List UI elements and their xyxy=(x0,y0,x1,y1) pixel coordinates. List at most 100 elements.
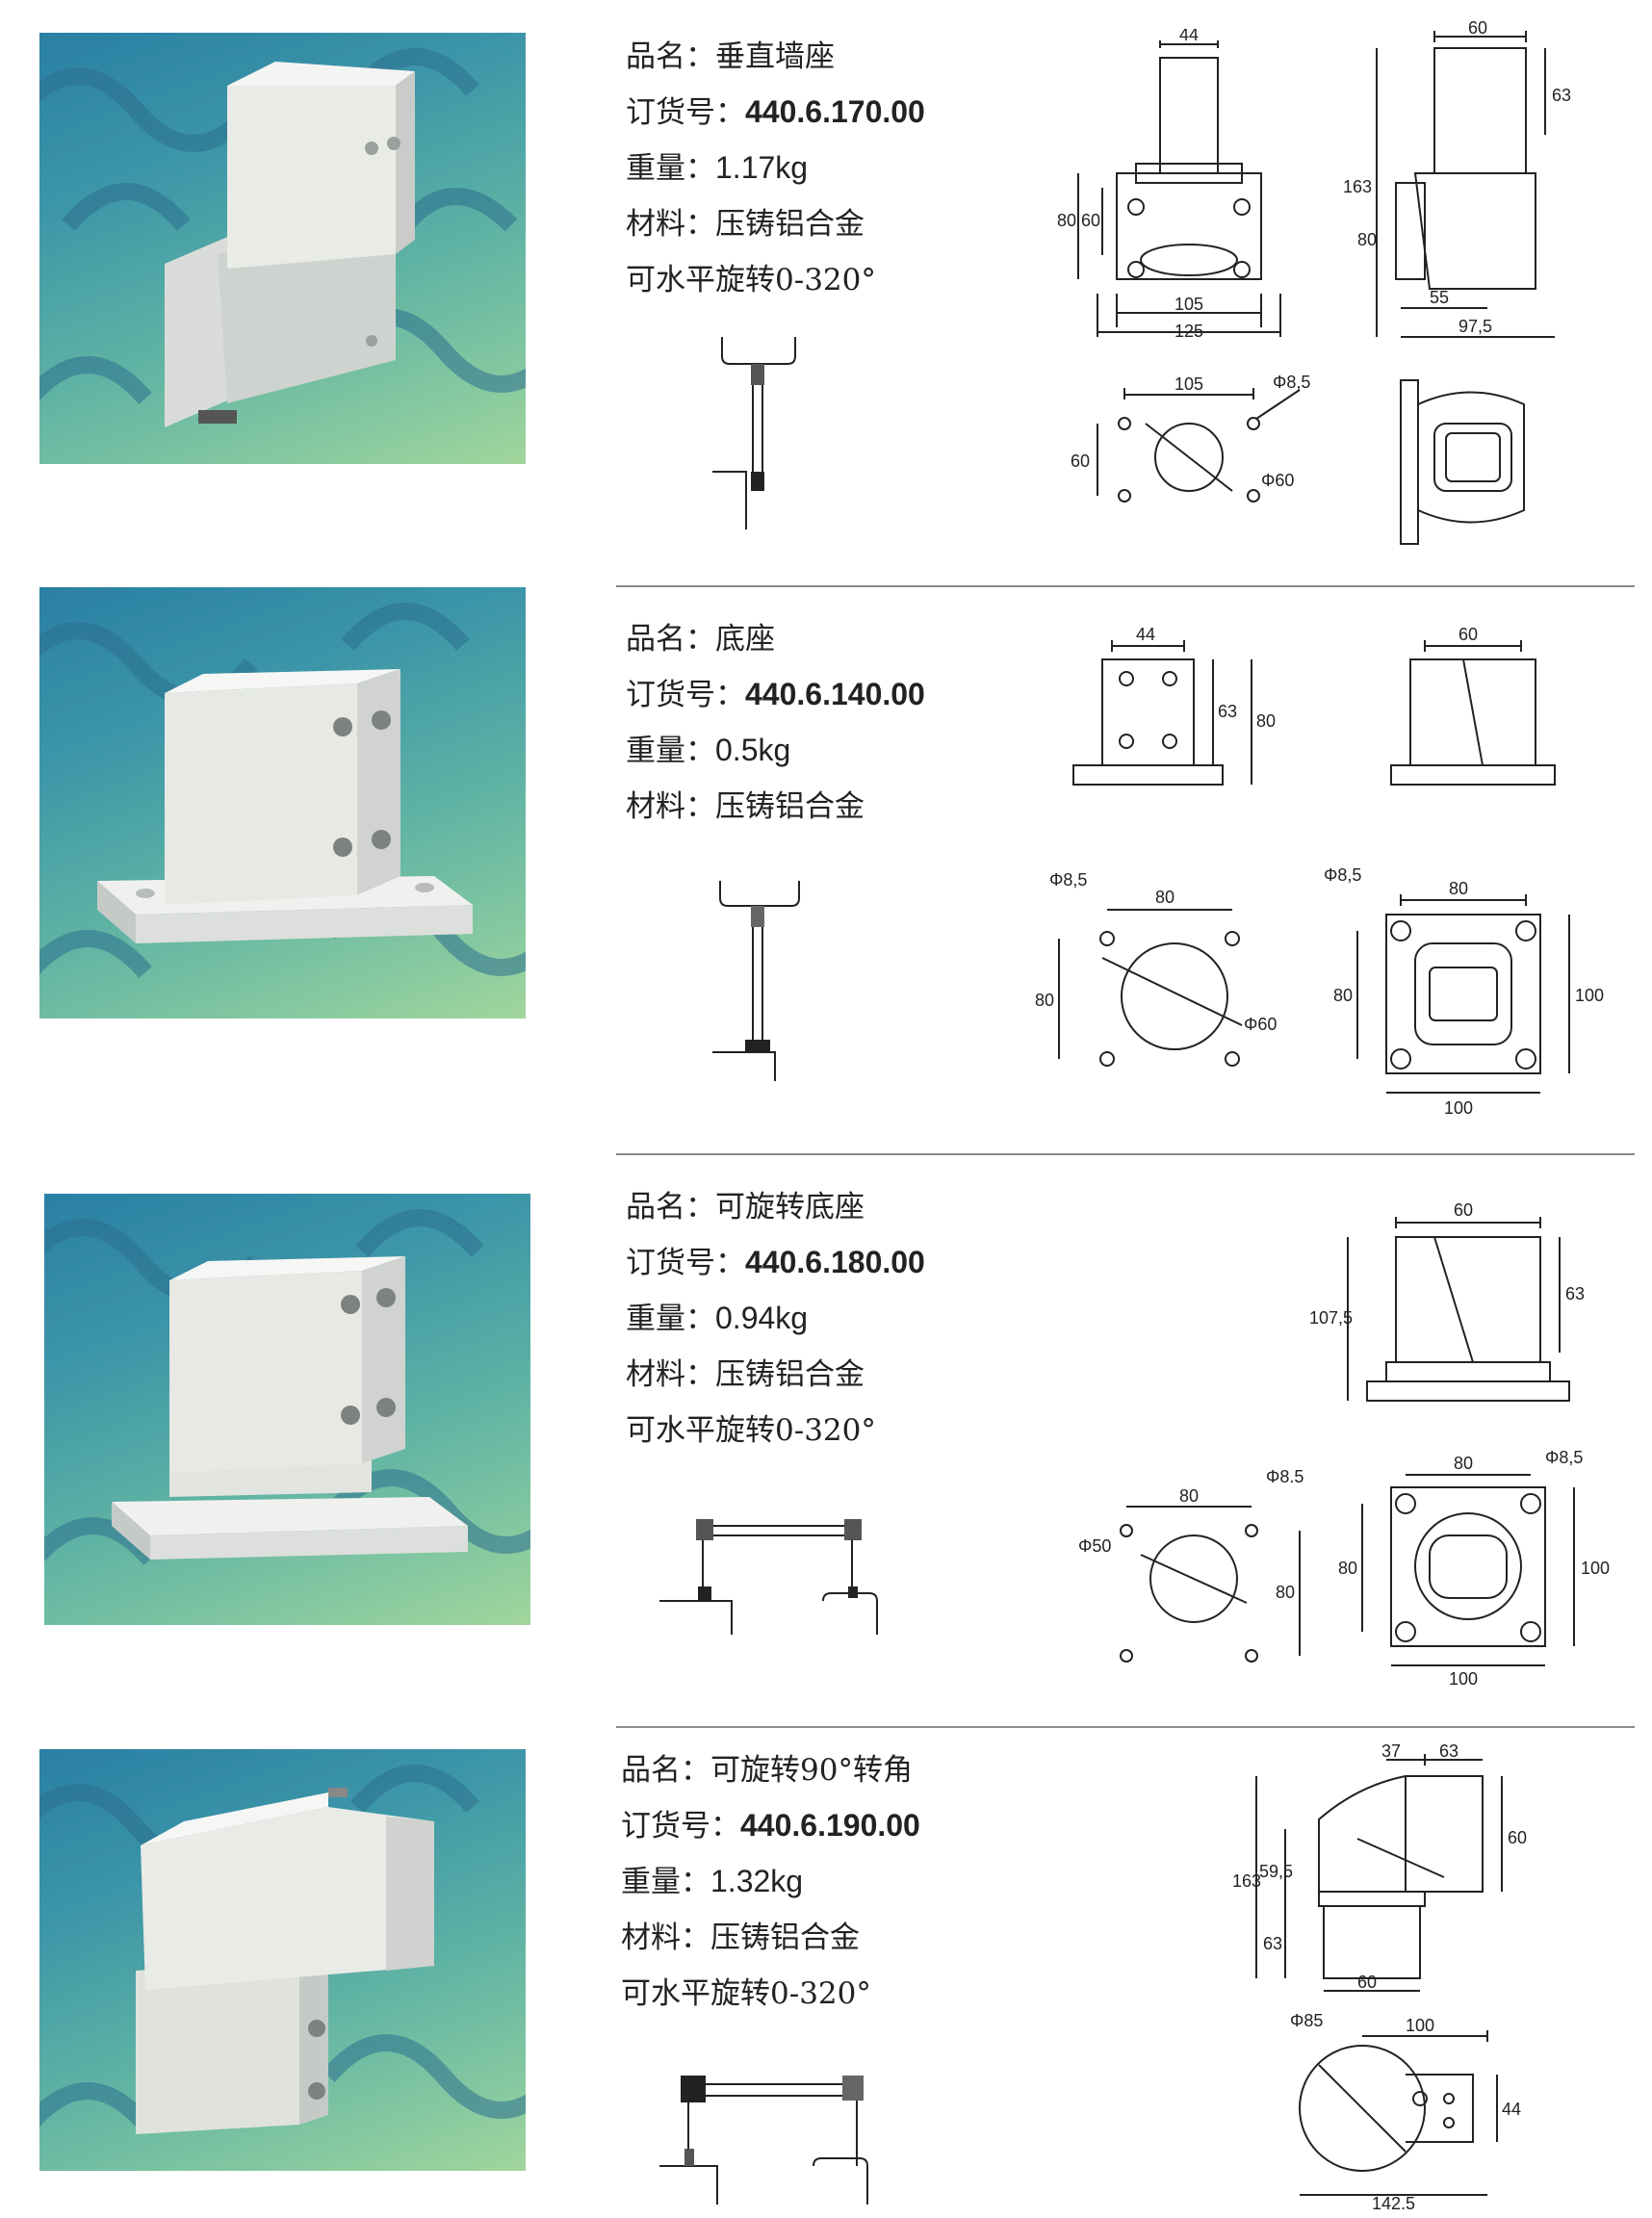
material-label: 材料： xyxy=(621,1921,710,1955)
dim-front-w1: 105 xyxy=(1174,295,1203,314)
product-photo-render xyxy=(39,603,526,978)
dim-hole-w: 80 xyxy=(1155,888,1174,907)
rotation-note: 可水平旋转0-320° xyxy=(626,1413,876,1448)
dim-plan-h: 44 xyxy=(1502,2100,1521,2119)
dim-front-w2: 125 xyxy=(1174,322,1203,341)
rotation-note: 可水平旋转0-320° xyxy=(621,1976,871,2011)
material-label: 材料： xyxy=(626,1357,715,1392)
dim-top-b: 63 xyxy=(1439,1742,1458,1761)
material-value: 压铸铝合金 xyxy=(710,1921,860,1955)
dim-hole-h: 80 xyxy=(1276,1583,1295,1602)
product-photo-base xyxy=(39,587,526,1019)
dim-hole-w: 105 xyxy=(1174,374,1203,394)
dim-front-h1: 80 xyxy=(1057,211,1076,230)
product-info: 品名：垂直墙座 订货号：440.6.170.00 重量：1.17kg 材料：压铸… xyxy=(626,29,925,308)
dim-side-h2: 107,5 xyxy=(1309,1308,1353,1328)
dim-side-top: 60 xyxy=(1458,625,1478,644)
dim-plan-top: 80 xyxy=(1454,1454,1473,1473)
top-view-drawing xyxy=(1400,379,1525,545)
rotation-note: 可水平旋转0-320° xyxy=(626,263,876,297)
dim-left-h1: 163 xyxy=(1232,1871,1261,1891)
section-divider xyxy=(616,585,1635,587)
install-schematic xyxy=(659,2076,868,2205)
dim-left-h3: 63 xyxy=(1263,1934,1282,1953)
dim-plan-right: 100 xyxy=(1581,1559,1610,1578)
order-number: 440.6.190.00 xyxy=(740,1808,920,1843)
weight-value: 1.17kg xyxy=(715,150,809,185)
dim-plan-top: 80 xyxy=(1449,879,1468,898)
order-label: 订货号： xyxy=(621,1809,740,1844)
dim-side-h1: 63 xyxy=(1552,86,1571,105)
product-info: 品名：底座 订货号：440.6.140.00 重量：0.5kg 材料：压铸铝合金 xyxy=(626,611,925,835)
dim-front-h2: 80 xyxy=(1256,711,1276,731)
dim-plan-bottom: 100 xyxy=(1449,1669,1478,1685)
product-info: 品名：可旋转底座 订货号：440.6.180.00 重量：0.94kg 材料：压… xyxy=(626,1179,925,1458)
dim-plan-w: 100 xyxy=(1406,2016,1434,2035)
plan-view-drawing: 80 Φ8,5 80 100 100 xyxy=(1324,865,1604,1118)
dim-hole-d: Φ8,5 xyxy=(1273,373,1310,392)
product-photo-render xyxy=(39,1765,526,2134)
material-value: 压铸铝合金 xyxy=(715,1357,865,1392)
install-schematic xyxy=(712,337,796,529)
dim-side-w1: 55 xyxy=(1430,288,1449,307)
dim-right-h: 60 xyxy=(1508,1828,1527,1847)
product-photo-wall-mount xyxy=(39,33,526,464)
dim-circle-d: Φ50 xyxy=(1078,1536,1111,1556)
hole-pattern-drawing: 105 60 Φ8,5 Φ60 xyxy=(1071,373,1310,503)
product-photo-rotary-corner xyxy=(39,1749,526,2171)
material-value: 压铸铝合金 xyxy=(715,789,865,824)
order-number: 440.6.140.00 xyxy=(745,677,925,711)
dim-hole-h: 80 xyxy=(1035,991,1054,1010)
weight-label: 重量： xyxy=(626,734,715,768)
name-label: 品名： xyxy=(626,39,715,74)
weight-value: 0.5kg xyxy=(715,733,791,767)
dim-top-a: 37 xyxy=(1381,1742,1401,1761)
dim-front-top: 44 xyxy=(1179,29,1199,44)
order-label: 订货号： xyxy=(626,1246,745,1280)
dim-plan-right: 100 xyxy=(1575,986,1604,1005)
plan-view-drawing: 80 Φ8,5 80 100 100 xyxy=(1338,1448,1610,1685)
dim-front-h1: 63 xyxy=(1218,702,1237,721)
weight-value: 0.94kg xyxy=(715,1301,809,1335)
dim-plan-d: Φ85 xyxy=(1290,2011,1323,2030)
dim-side-w2: 97,5 xyxy=(1458,317,1492,336)
dim-plan-left: 80 xyxy=(1333,986,1353,1005)
dim-hole-d: Φ8.5 xyxy=(1266,1467,1304,1486)
dim-circle-d: Φ60 xyxy=(1261,471,1294,490)
dim-plan-bottom: 100 xyxy=(1444,1098,1473,1118)
name-label: 品名： xyxy=(626,1190,715,1225)
weight-label: 重量： xyxy=(626,1302,715,1336)
product-photo-rotary-base xyxy=(44,1194,530,1625)
weight-label: 重量： xyxy=(621,1865,710,1899)
name-label: 品名： xyxy=(626,622,715,657)
dim-left-h2: 59,5 xyxy=(1259,1862,1293,1881)
dim-plan-total: 142,5 xyxy=(1372,2194,1415,2209)
order-number: 440.6.180.00 xyxy=(745,1245,925,1279)
dim-plan-left: 80 xyxy=(1338,1559,1357,1578)
dim-side-h3: 80 xyxy=(1357,230,1377,249)
material-label: 材料： xyxy=(626,207,715,242)
dimension-drawing-side: 60 63 107,5 xyxy=(1309,1200,1585,1402)
product-name: 可旋转底座 xyxy=(715,1190,865,1225)
dimension-drawing-front: 44 105 125 80 60 xyxy=(1057,29,1281,341)
product-name: 可旋转90°转角 xyxy=(710,1753,913,1788)
hole-pattern-drawing: 80 80 Φ8,5 Φ60 xyxy=(1035,870,1277,1067)
dim-bottom-w: 60 xyxy=(1357,1973,1377,1992)
hole-pattern-drawing: 80 80 Φ8.5 Φ50 xyxy=(1078,1467,1304,1663)
order-label: 订货号： xyxy=(626,95,745,130)
dim-front-top: 44 xyxy=(1136,625,1155,644)
dimension-drawing-side: 60 63 163 80 55 97,5 xyxy=(1343,19,1571,338)
product-name: 底座 xyxy=(715,622,775,657)
dim-front-h2: 60 xyxy=(1081,211,1100,230)
weight-value: 1.32kg xyxy=(710,1864,804,1898)
product-photo-render xyxy=(44,1209,530,1565)
dim-side-top: 60 xyxy=(1454,1200,1473,1220)
dim-plan-hole-d: Φ8,5 xyxy=(1324,865,1361,885)
dim-hole-h: 60 xyxy=(1071,451,1090,471)
dim-hole-w: 80 xyxy=(1179,1486,1199,1506)
material-value: 压铸铝合金 xyxy=(715,207,865,242)
weight-label: 重量： xyxy=(626,151,715,186)
section-divider xyxy=(616,1726,1635,1728)
dimension-drawing-front: 44 63 80 xyxy=(1072,625,1276,786)
name-label: 品名： xyxy=(621,1753,710,1788)
